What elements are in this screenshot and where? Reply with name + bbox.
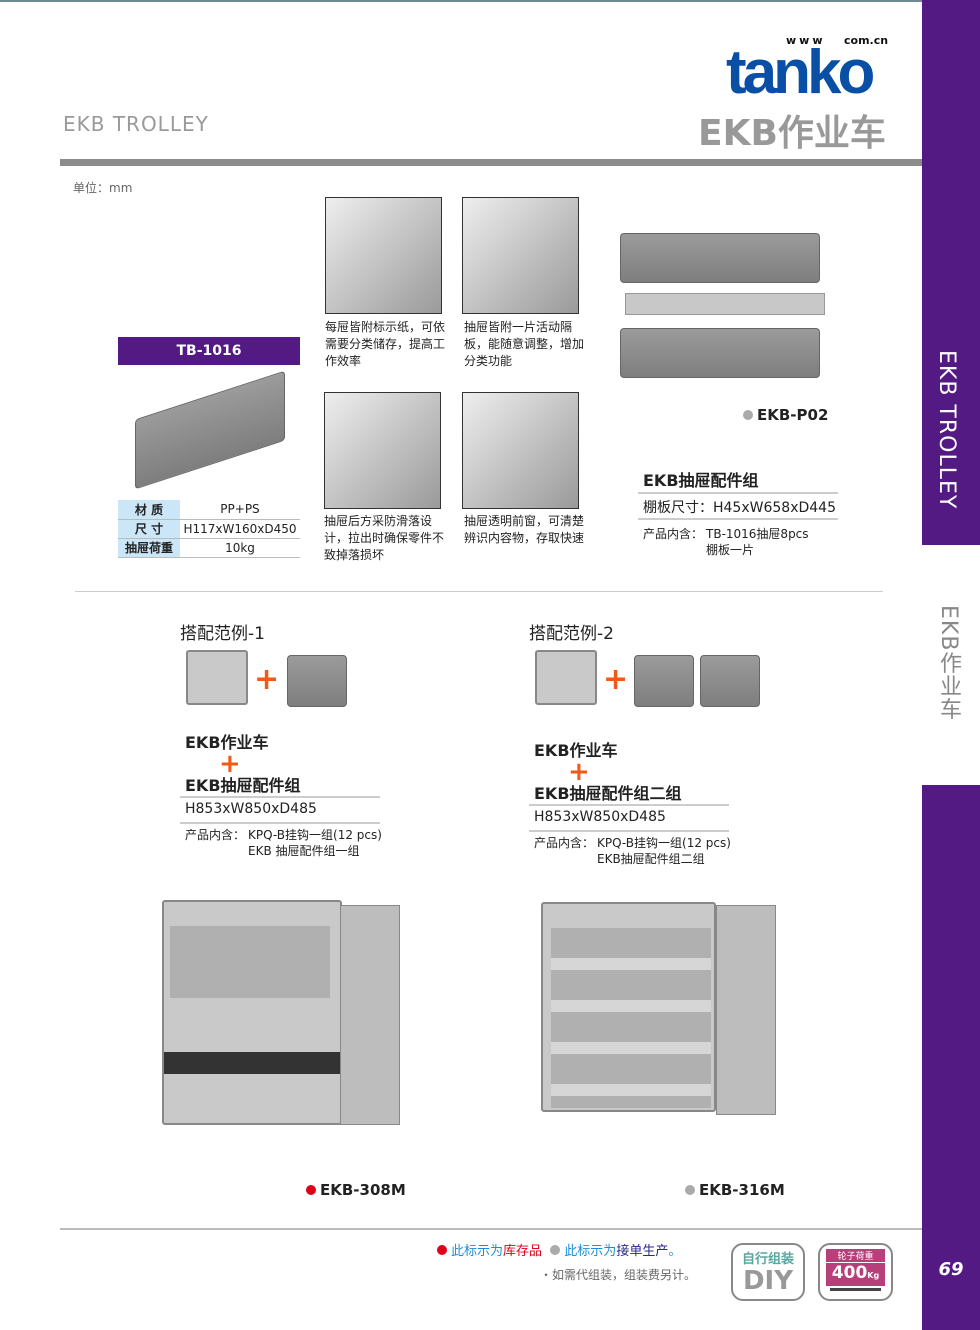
spec-value: PP+PS: [180, 500, 300, 520]
example2-title: 搭配范例-2: [529, 624, 614, 644]
example1-contents-item: KPQ-B挂钩一组(12 pcs): [248, 828, 382, 842]
example2-trolley-thumb: [535, 650, 597, 705]
diy-text: DIY: [742, 1266, 794, 1296]
spec-value: H117xW160xD450: [180, 519, 300, 539]
spec-value: 10kg: [180, 538, 300, 558]
diy-badge: 自行组装 DIY: [731, 1243, 805, 1301]
tb1016-bin-image: [135, 370, 285, 490]
legend: 此标示为库存品 此标示为接单生产。: [437, 1244, 681, 1260]
ekb-316m-model: EKB-316M: [685, 1181, 785, 1199]
legend-text: 。: [668, 1244, 682, 1259]
plus-icon: +: [603, 662, 629, 697]
p02-image: [620, 228, 825, 388]
wheel-load-badge: 轮子荷重 400Kg: [818, 1243, 893, 1301]
sidebar-label-en: EKB TROLLEY: [934, 350, 959, 510]
spec-key: 材 质: [118, 500, 180, 520]
header-title-cn: EKB作业车: [698, 113, 886, 154]
example1-contents-label: 产品内含：: [185, 828, 246, 842]
example1-size: H853xW850xD485: [185, 801, 317, 817]
ekb-316m-image: [541, 902, 716, 1112]
example2-drawer-set-thumb: [700, 655, 760, 707]
legend-text: 此标示为: [451, 1244, 504, 1259]
load-value: 400: [831, 1263, 868, 1283]
example1-drawer-set-thumb: [287, 655, 347, 707]
logo-brand: tanko: [726, 38, 875, 107]
ekb-308m-model: EKB-308M: [306, 1181, 406, 1199]
spec-key: 尺 寸: [118, 519, 180, 539]
spec-key: 抽屉荷重: [118, 538, 180, 558]
top-border: [0, 0, 980, 2]
example1-line2: EKB抽屉配件组: [185, 776, 301, 795]
stock-dot-icon: [437, 1245, 447, 1255]
legend-stock: 库存品: [503, 1244, 543, 1259]
order-dot-icon: [743, 410, 753, 420]
p02-size: 棚板尺寸：H45xW658xD445: [643, 500, 836, 516]
divider: [180, 796, 380, 798]
p02-contents-item: 棚板一片: [706, 543, 755, 557]
load-top: 轮子荷重: [826, 1249, 885, 1262]
feature-caption: 抽屉透明前窗，可清楚辨识内容物，存取快速: [464, 514, 585, 545]
example2-contents-item: KPQ-B挂钩一组(12 pcs): [597, 836, 731, 850]
divider: [529, 830, 729, 832]
p02-title: EKB抽屉配件组: [643, 471, 759, 490]
sidebar-tab-bottom: 69: [922, 785, 980, 1330]
header-title-en: EKB TROLLEY: [63, 112, 209, 136]
model-text: EKB-316M: [699, 1181, 785, 1199]
page-number: 69: [938, 1259, 964, 1280]
legend-text: 此标示为: [564, 1244, 617, 1259]
feature-photo-label: [325, 197, 442, 314]
assembly-note: ・如需代组装，组装费另计。: [540, 1268, 697, 1282]
ekb-308m-image: [162, 900, 342, 1125]
example2-contents-label: 产品内含：: [534, 836, 595, 850]
order-dot-icon: [685, 1185, 695, 1195]
unit-label: 单位：mm: [73, 181, 133, 195]
logo-www: www: [786, 34, 826, 47]
stock-dot-icon: [306, 1185, 316, 1195]
section-divider: [75, 591, 883, 592]
divider: [638, 492, 838, 494]
order-dot-icon: [550, 1245, 561, 1255]
ekb-316m-side-panel: [716, 905, 776, 1115]
feature-caption: 抽屉皆附一片活动隔板，能随意调整，增加分类功能: [464, 320, 585, 368]
feature-photo-antislip: [324, 392, 441, 509]
p02-model-text: EKB-P02: [757, 406, 829, 424]
tanko-logo: www com.cn tanko: [726, 34, 901, 107]
ekb-308m-side-panel: [340, 905, 400, 1125]
feature-caption: 抽屉后方采防滑落设计，拉出时确保零件不致掉落损坏: [324, 514, 445, 562]
example2-line2: EKB抽屉配件组二组: [534, 784, 682, 803]
plus-icon: +: [568, 757, 590, 787]
footer-divider: [60, 1228, 922, 1230]
example1-contents-item: EKB 抽屉配件组一组: [248, 844, 360, 858]
legend-order: 接单生产: [616, 1244, 669, 1259]
example1-line1: EKB作业车: [185, 733, 269, 752]
example2-line1: EKB作业车: [534, 741, 618, 760]
p02-model: EKB-P02: [743, 406, 828, 424]
model-text: EKB-308M: [320, 1181, 406, 1199]
header-divider: [60, 159, 922, 166]
load-unit: Kg: [867, 1271, 880, 1280]
sidebar-label-cn: EKB作业车: [936, 605, 961, 721]
p02-contents-item: TB-1016抽屉8pcs: [706, 527, 809, 541]
feature-photo-window: [462, 392, 579, 509]
example2-size: H853xW850xD485: [534, 809, 666, 825]
plus-icon: +: [254, 662, 280, 697]
sidebar-tab-top: EKB TROLLEY: [922, 0, 980, 545]
divider: [180, 822, 380, 824]
diy-top: 自行组装: [741, 1252, 794, 1267]
plus-icon: +: [219, 749, 241, 779]
divider: [529, 804, 729, 806]
example2-drawer-set-thumb: [634, 655, 694, 707]
example1-trolley-thumb: [186, 650, 248, 705]
example2-contents-item: EKB抽屉配件组二组: [597, 852, 705, 866]
tb1016-model: TB-1016: [118, 337, 300, 365]
p02-contents-label: 产品内含：: [643, 527, 704, 541]
logo-domain: com.cn: [844, 34, 889, 47]
feature-photo-divider: [462, 197, 579, 314]
example1-title: 搭配范例-1: [180, 624, 265, 644]
divider: [638, 518, 838, 520]
feature-caption: 每屉皆附标示纸，可依需要分类储存，提高工作效率: [325, 320, 446, 368]
